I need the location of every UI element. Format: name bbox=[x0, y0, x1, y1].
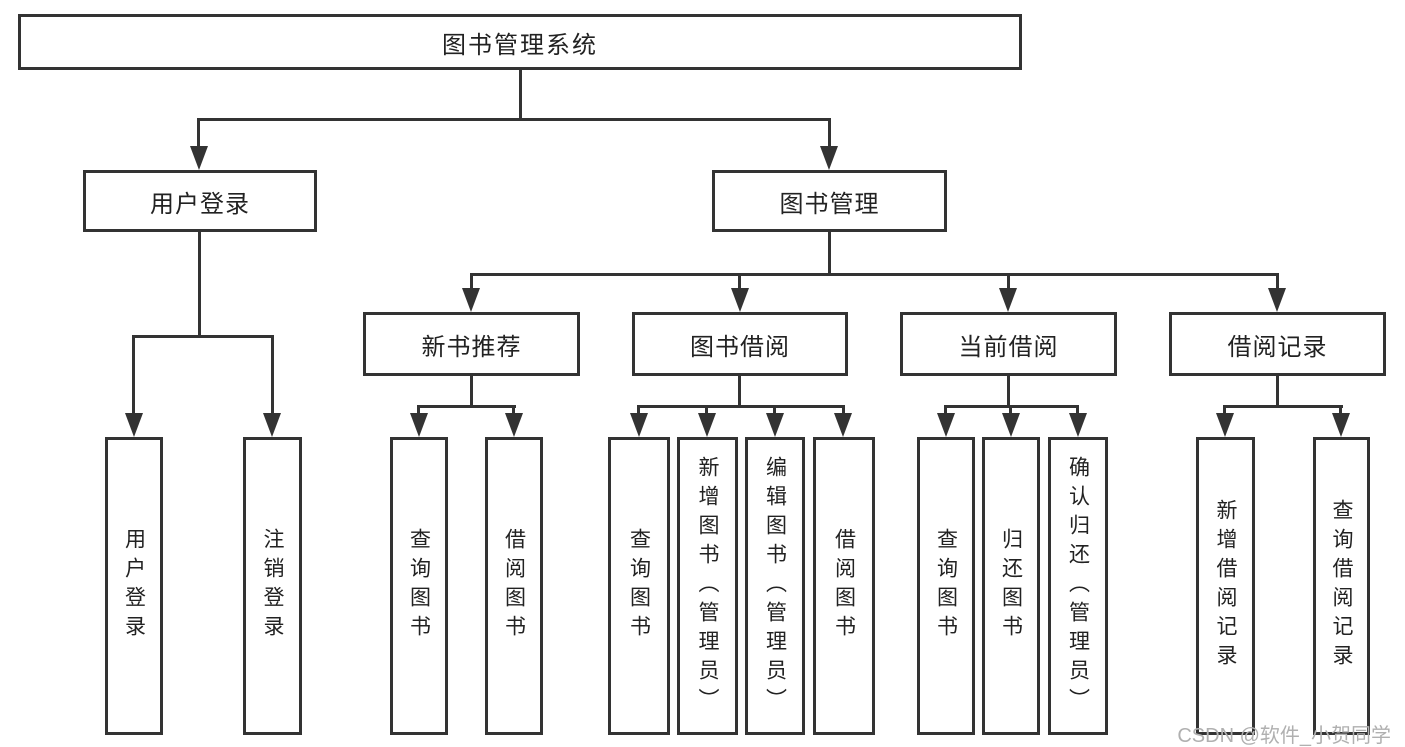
connector-line bbox=[470, 273, 1279, 276]
node-leaf-borrow-borrow: 借阅图书 bbox=[813, 437, 875, 735]
connector-line bbox=[1276, 273, 1279, 290]
connector-arrowhead bbox=[1002, 413, 1020, 437]
node-leaf-borrow-query: 查询图书 bbox=[608, 437, 670, 735]
connector-line bbox=[417, 405, 420, 415]
node-root: 图书管理系统 bbox=[18, 14, 1022, 70]
connector-arrowhead bbox=[937, 413, 955, 437]
node-book-borrow-group: 图书借阅 bbox=[632, 312, 848, 376]
node-leaf-user-login: 用户登录 bbox=[105, 437, 163, 735]
node-leaf-newbook-borrow-label: 借阅图书 bbox=[502, 528, 526, 644]
node-leaf-current-query-label: 查询图书 bbox=[934, 528, 958, 644]
node-user-login-branch-label: 用户登录 bbox=[150, 190, 250, 218]
connector-line bbox=[132, 335, 274, 338]
connector-line bbox=[1223, 405, 1226, 415]
node-book-mgmt-branch-label: 图书管理 bbox=[779, 190, 880, 218]
watermark: CSDN @软件_小贺同学 bbox=[1177, 725, 1391, 747]
node-leaf-current-return-label: 归还图书 bbox=[999, 528, 1023, 644]
node-leaf-borrow-add: 新增图书（管理员） bbox=[677, 437, 738, 735]
connector-line bbox=[512, 405, 515, 415]
connector-line bbox=[1009, 405, 1012, 415]
connector-arrowhead bbox=[1268, 288, 1286, 312]
connector-arrowhead bbox=[698, 413, 716, 437]
node-leaf-borrow-edit-label: 编辑图书（管理员） bbox=[763, 455, 787, 717]
connector-arrowhead bbox=[766, 413, 784, 437]
connector-line bbox=[773, 405, 776, 415]
connector-line bbox=[1276, 376, 1279, 407]
node-leaf-newbook-query: 查询图书 bbox=[390, 437, 448, 735]
node-leaf-logout: 注销登录 bbox=[243, 437, 302, 735]
connector-line bbox=[738, 376, 741, 407]
node-new-book-group: 新书推荐 bbox=[363, 312, 580, 376]
node-leaf-record-add-label: 新增借阅记录 bbox=[1214, 499, 1237, 673]
connector-arrowhead bbox=[462, 288, 480, 312]
node-leaf-borrow-add-label: 新增图书（管理员） bbox=[696, 455, 719, 717]
connector-line bbox=[828, 232, 831, 276]
node-leaf-current-confirm-label: 确认归还（管理员） bbox=[1066, 455, 1090, 717]
connector-line bbox=[197, 118, 200, 150]
connector-arrowhead bbox=[410, 413, 428, 437]
node-current-borrow-group: 当前借阅 bbox=[900, 312, 1117, 376]
node-borrow-record-group-label: 借阅记录 bbox=[1227, 333, 1328, 361]
connector-line bbox=[519, 70, 522, 118]
node-root-label: 图书管理系统 bbox=[442, 31, 598, 59]
node-leaf-borrow-borrow-label: 借阅图书 bbox=[832, 528, 856, 644]
connector-arrowhead bbox=[820, 146, 838, 170]
connector-arrowhead bbox=[263, 413, 281, 437]
connector-line bbox=[132, 335, 135, 415]
connector-arrowhead bbox=[190, 146, 208, 170]
connector-line bbox=[470, 376, 473, 407]
connector-line bbox=[271, 335, 274, 415]
node-leaf-logout-label: 注销登录 bbox=[261, 528, 284, 644]
connector-line bbox=[1007, 376, 1010, 407]
node-book-mgmt-branch: 图书管理 bbox=[712, 170, 947, 232]
node-leaf-current-return: 归还图书 bbox=[982, 437, 1040, 735]
node-leaf-current-confirm: 确认归还（管理员） bbox=[1048, 437, 1108, 735]
connector-line bbox=[1007, 273, 1010, 290]
node-book-borrow-group-label: 图书借阅 bbox=[690, 333, 790, 361]
node-leaf-newbook-query-label: 查询图书 bbox=[407, 528, 431, 644]
connector-arrowhead bbox=[505, 413, 523, 437]
connector-arrowhead bbox=[125, 413, 143, 437]
connector-arrowhead bbox=[731, 288, 749, 312]
connector-line bbox=[1339, 405, 1342, 415]
node-leaf-record-query: 查询借阅记录 bbox=[1313, 437, 1370, 735]
connector-arrowhead bbox=[834, 413, 852, 437]
connector-line bbox=[842, 405, 845, 415]
connector-line bbox=[637, 405, 845, 408]
node-leaf-record-query-label: 查询借阅记录 bbox=[1330, 499, 1353, 673]
node-leaf-newbook-borrow: 借阅图书 bbox=[485, 437, 543, 735]
connector-line bbox=[637, 405, 640, 415]
node-leaf-user-login-label: 用户登录 bbox=[122, 528, 146, 644]
connector-line bbox=[1223, 405, 1343, 408]
connector-line bbox=[470, 273, 473, 290]
node-leaf-borrow-edit: 编辑图书（管理员） bbox=[745, 437, 805, 735]
connector-line bbox=[1076, 405, 1079, 415]
connector-line bbox=[828, 118, 831, 150]
connector-arrowhead bbox=[1216, 413, 1234, 437]
connector-arrowhead bbox=[999, 288, 1017, 312]
connector-line bbox=[197, 118, 831, 121]
connector-arrowhead bbox=[630, 413, 648, 437]
connector-arrowhead bbox=[1332, 413, 1350, 437]
node-leaf-record-add: 新增借阅记录 bbox=[1196, 437, 1255, 735]
connector-line bbox=[944, 405, 947, 415]
connector-line bbox=[705, 405, 708, 415]
connector-line bbox=[417, 405, 516, 408]
node-current-borrow-group-label: 当前借阅 bbox=[958, 333, 1059, 361]
node-user-login-branch: 用户登录 bbox=[83, 170, 317, 232]
node-leaf-borrow-query-label: 查询图书 bbox=[627, 528, 651, 644]
connector-arrowhead bbox=[1069, 413, 1087, 437]
connector-line bbox=[198, 232, 201, 335]
node-borrow-record-group: 借阅记录 bbox=[1169, 312, 1386, 376]
node-leaf-current-query: 查询图书 bbox=[917, 437, 975, 735]
connector-line bbox=[738, 273, 741, 290]
node-new-book-group-label: 新书推荐 bbox=[421, 333, 522, 361]
